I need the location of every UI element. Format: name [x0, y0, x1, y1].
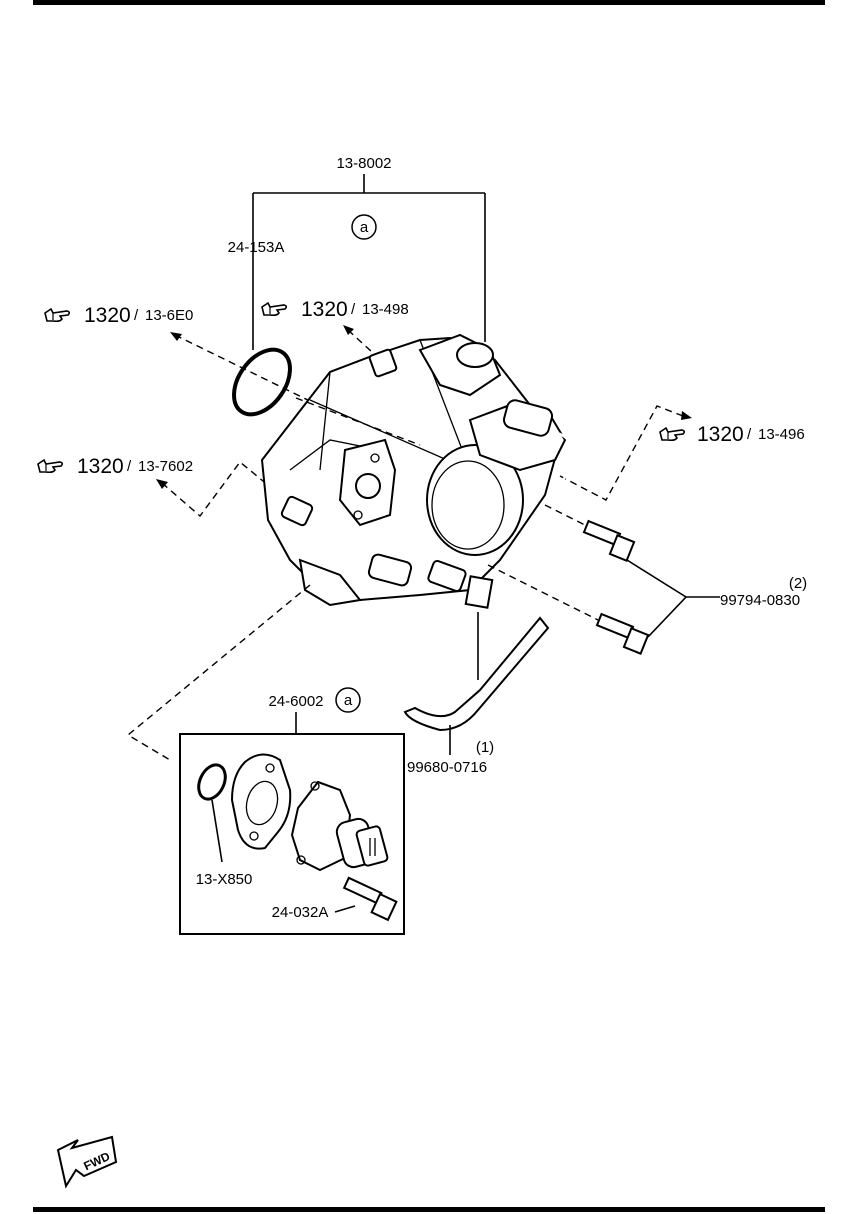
- assembly-bracket: [252, 174, 486, 350]
- bolt-qty: (2): [789, 575, 807, 592]
- marker-top: a: [360, 219, 369, 236]
- marker-kit: a: [344, 692, 353, 709]
- bolt-lower: [595, 612, 650, 655]
- ref1-group: 1320: [84, 304, 131, 327]
- hand-pointer-icon: [659, 427, 686, 442]
- large-oring: [232, 347, 292, 417]
- ref1-slash: /: [134, 307, 139, 324]
- hand-pointer-icon: [37, 459, 64, 474]
- suction-control-valve: [290, 780, 389, 872]
- hand-pointer-icon: [261, 302, 288, 317]
- kit-bolt: [342, 876, 398, 922]
- bottom-rule: [33, 1207, 825, 1212]
- bolt-label: 99794-0830: [720, 592, 800, 609]
- wrench-callout-line: [449, 612, 479, 755]
- top-rule: [33, 0, 825, 5]
- kit-bolt-line: [334, 905, 356, 913]
- gasket: [230, 753, 292, 850]
- bolt-upper: [582, 519, 636, 562]
- ref3-code: 13-496: [758, 426, 805, 443]
- oring-top-label: 24-153A: [228, 239, 285, 256]
- oring-to-pump-leader: [295, 397, 421, 446]
- hand-pointer-icon: [44, 308, 71, 323]
- ref2-leader: [347, 329, 373, 353]
- wrench-qty: (1): [476, 739, 494, 756]
- fuel-pump-body: [260, 333, 575, 609]
- ref2-code: 13-498: [362, 301, 409, 318]
- ref3-slash: /: [747, 426, 752, 443]
- bolt-leaders-dashed: [487, 504, 599, 621]
- ref1-leader: [174, 334, 319, 406]
- kit-label: 24-6002: [268, 693, 323, 710]
- ref2-arrowhead: [343, 325, 354, 335]
- ref4-leader: [161, 460, 293, 518]
- small-oring-label: 13-X850: [196, 871, 253, 888]
- ref1-code: 13-6E0: [145, 307, 193, 324]
- bolt-callout-lines: [626, 559, 720, 638]
- assembly-label: 13-8002: [336, 155, 391, 172]
- kit-box: [179, 733, 405, 935]
- hex-wrench: [403, 616, 550, 732]
- kit-leader-dashed: [126, 584, 311, 761]
- ref3-group: 1320: [697, 423, 744, 446]
- small-oring-line: [211, 799, 223, 863]
- ref3-leader: [559, 405, 684, 501]
- marker-circle-kit: [335, 687, 361, 713]
- ref1-arrowhead: [170, 332, 182, 341]
- ref4-slash: /: [127, 458, 132, 475]
- wrench-label: 99680-0716: [407, 759, 487, 776]
- kit-bolt-label: 24-032A: [272, 904, 329, 921]
- marker-circle-top: [351, 214, 377, 240]
- ref4-group: 1320: [77, 455, 124, 478]
- ref3-arrowhead: [681, 411, 692, 420]
- fwd-arrow-icon: FWD: [56, 1135, 118, 1189]
- ref2-group: 1320: [301, 298, 348, 321]
- ref4-code: 13-7602: [138, 458, 193, 475]
- ref4-arrowhead: [156, 479, 168, 489]
- small-oring: [197, 763, 227, 801]
- ref2-slash: /: [351, 301, 356, 318]
